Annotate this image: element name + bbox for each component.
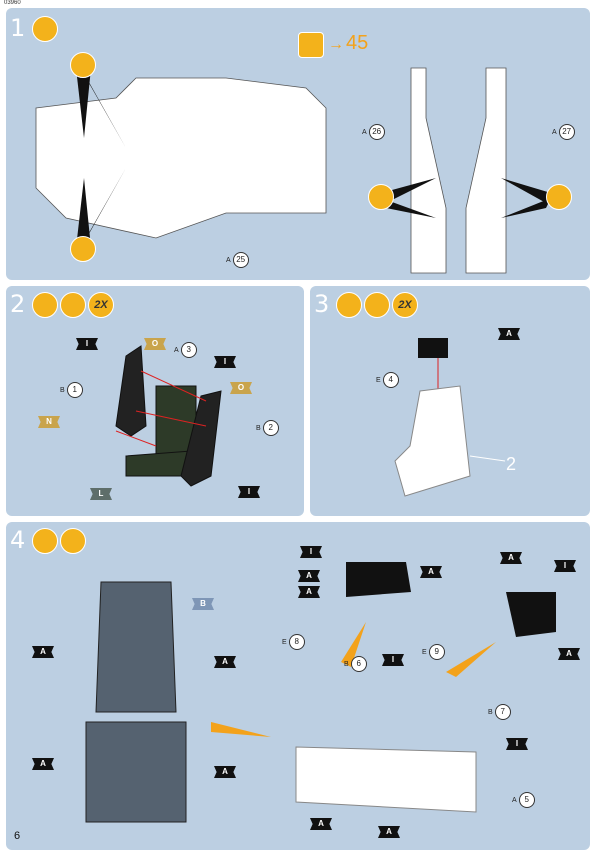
color-flag: A — [298, 586, 320, 598]
seat-base — [125, 450, 192, 477]
seat-headrest — [418, 338, 448, 358]
color-flag: A — [500, 552, 522, 564]
reference-icon — [298, 32, 324, 58]
pointer — [501, 198, 551, 218]
color-flag: A — [214, 656, 236, 668]
color-flag: A — [310, 818, 332, 830]
seat-diagram — [394, 338, 506, 497]
instrument-panel — [346, 562, 411, 597]
fuselage-part — [35, 77, 327, 239]
seat-side-right — [180, 390, 222, 487]
seat-diagram — [115, 345, 222, 487]
duct-part-right — [465, 67, 507, 274]
cockpit-tub — [95, 581, 177, 713]
arrow — [115, 430, 157, 447]
duct-part-left — [410, 67, 447, 274]
step-number: 2 — [10, 290, 26, 318]
pointer — [81, 168, 126, 248]
color-flag: I — [76, 338, 98, 350]
glue-icon — [32, 528, 58, 554]
quantity-badge: 2X — [88, 292, 114, 318]
color-flag: A — [298, 570, 320, 582]
color-flag: I — [238, 486, 260, 498]
pointer — [76, 68, 91, 138]
color-flag: A — [558, 648, 580, 660]
pointer — [76, 178, 91, 248]
assembly-label: 2 — [506, 454, 517, 474]
pointer — [501, 178, 551, 203]
pointer — [81, 68, 126, 148]
color-flag: N — [38, 416, 60, 428]
glue-icon — [32, 292, 58, 318]
step-number: 4 — [10, 526, 26, 554]
color-flag: I — [554, 560, 576, 572]
glue-icon — [70, 52, 96, 78]
reference-arrow: →45 — [328, 32, 369, 54]
page-number: 6 — [14, 830, 21, 842]
color-flag: O — [230, 382, 252, 394]
step-number: 3 — [314, 290, 330, 318]
cockpit-diagram — [85, 562, 556, 823]
pointer — [381, 178, 436, 203]
arrow — [135, 410, 207, 427]
color-flag: B — [192, 598, 214, 610]
glue-icon — [70, 236, 96, 262]
step-number: 1 — [10, 14, 26, 42]
instrument-panel — [506, 592, 556, 637]
color-flag: I — [214, 356, 236, 368]
glue-icon — [546, 184, 572, 210]
color-flag: A — [32, 646, 54, 658]
quantity-badge: 2X — [392, 292, 418, 318]
color-flag: A — [214, 766, 236, 778]
color-flag: L — [90, 488, 112, 500]
pointer — [381, 198, 436, 218]
paint-brush-icon — [60, 528, 86, 554]
cockpit-tub — [85, 721, 187, 823]
glue-icon — [336, 292, 362, 318]
arrow — [341, 622, 366, 667]
paint-brush-icon — [60, 292, 86, 318]
document-code: 03960 — [4, 0, 21, 6]
color-flag: I — [506, 738, 528, 750]
color-flag: A — [378, 826, 400, 838]
color-flag: A — [32, 758, 54, 770]
color-flag: I — [300, 546, 322, 558]
arrow — [140, 370, 207, 402]
reference-step: 45 — [346, 32, 369, 54]
color-flag: A — [420, 566, 442, 578]
fuselage-diagram — [35, 67, 551, 274]
glue-icon — [32, 16, 58, 42]
arrow — [211, 722, 271, 737]
glue-icon — [368, 184, 394, 210]
seat-tub — [295, 746, 477, 813]
arrow — [446, 642, 496, 677]
color-flag: O — [144, 338, 166, 350]
leader — [469, 455, 506, 462]
seat-outline — [394, 385, 471, 497]
seat-side-left — [115, 345, 147, 437]
paint-brush-icon — [364, 292, 390, 318]
color-flag: I — [382, 654, 404, 666]
color-flag: A — [498, 328, 520, 340]
